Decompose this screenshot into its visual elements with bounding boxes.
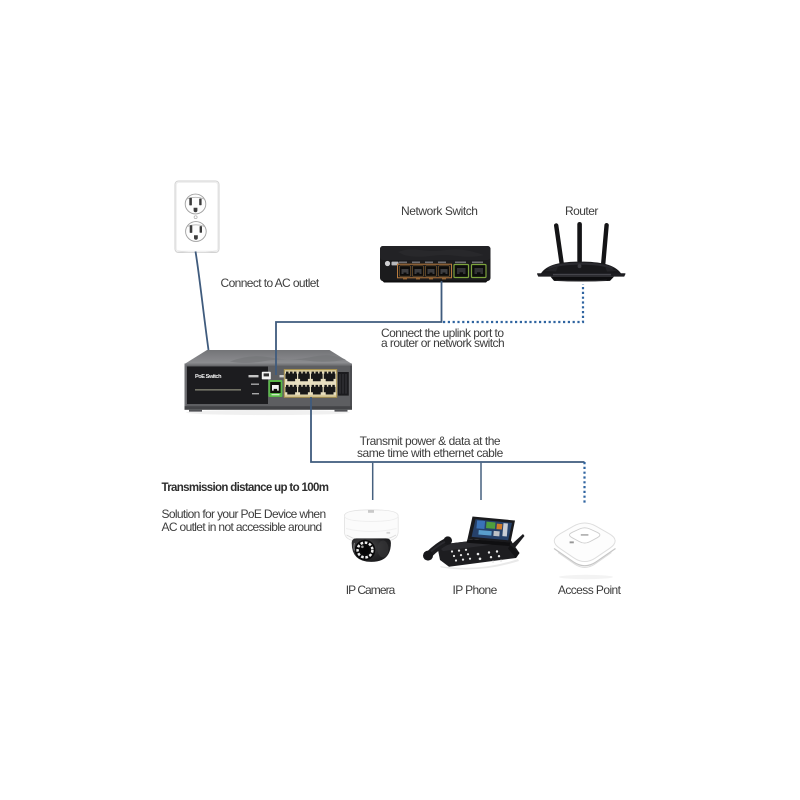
svg-text:PoE Switch: PoE Switch: [195, 374, 222, 380]
